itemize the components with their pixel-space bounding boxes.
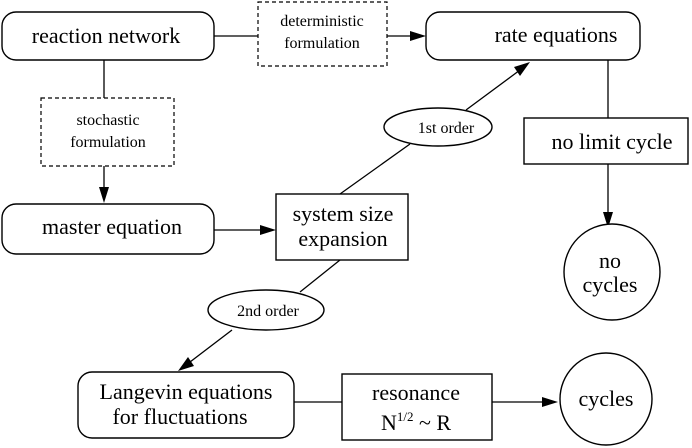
deterministic-label-line2: formulation xyxy=(284,35,360,52)
node-cycles: cycles xyxy=(559,352,653,446)
no-limit-cycle-label: no limit cycle xyxy=(552,129,673,154)
node-no-cycles: no cycles xyxy=(563,223,661,321)
arrowhead-to-master-equation xyxy=(99,187,109,203)
reaction-network-label: reaction network xyxy=(32,23,180,48)
rate-equations-label: rate equations xyxy=(495,22,618,47)
edge-system-size-to-first-order xyxy=(339,143,411,195)
node-langevin-equations: Langevin equations for fluctuations xyxy=(77,371,295,439)
second-order-label: 2nd order xyxy=(237,303,299,320)
arrowhead-to-rate-equations-diag xyxy=(514,62,530,76)
node-first-order: 1st order xyxy=(383,107,493,147)
langevin-label-line2: for fluctuations xyxy=(112,404,247,429)
node-reaction-network: reaction network xyxy=(1,11,215,61)
node-second-order: 2nd order xyxy=(207,289,325,331)
resonance-formula: N1/2 ~ R xyxy=(381,409,451,435)
arrowhead-to-system-size xyxy=(260,225,276,235)
system-size-label-line1: system size xyxy=(293,201,394,226)
langevin-label-line1: Langevin equations xyxy=(100,379,273,404)
deterministic-label-line1: deterministic xyxy=(280,13,364,30)
node-system-size-expansion: system size expansion xyxy=(275,193,409,261)
resonance-formula-rest: ~ R xyxy=(413,410,451,435)
arrowhead-to-langevin xyxy=(178,357,194,371)
first-order-label: 1st order xyxy=(418,120,475,137)
no-cycles-label-line1: no xyxy=(599,248,621,273)
arrowhead-to-no-cycles xyxy=(603,212,613,228)
arrowhead-to-rate-equations xyxy=(410,31,426,41)
node-stochastic-formulation: stochastic formulation xyxy=(40,97,175,167)
node-rate-equations: rate equations xyxy=(425,11,641,61)
stochastic-label-line1: stochastic xyxy=(76,112,139,129)
node-deterministic-formulation: deterministic formulation xyxy=(257,1,388,67)
node-master-equation: master equation xyxy=(1,203,215,255)
connectors xyxy=(99,31,613,407)
no-cycles-label-line2: cycles xyxy=(583,272,638,297)
edge-system-size-to-second-order xyxy=(299,259,341,293)
node-no-limit-cycle: no limit cycle xyxy=(523,117,689,165)
resonance-label: resonance xyxy=(372,380,460,405)
stochastic-label-line2: formulation xyxy=(70,134,146,151)
system-size-label-line2: expansion xyxy=(298,226,387,251)
resonance-formula-base: N xyxy=(381,410,397,435)
arrowhead-to-cycles xyxy=(542,397,558,407)
master-equation-label: master equation xyxy=(42,214,182,239)
edge-first-order-to-rate xyxy=(465,69,521,111)
resonance-formula-exponent: 1/2 xyxy=(397,409,414,424)
node-resonance: resonance N1/2 ~ R xyxy=(341,373,493,441)
cycles-label: cycles xyxy=(579,386,634,411)
edge-second-order-to-langevin xyxy=(189,329,233,363)
